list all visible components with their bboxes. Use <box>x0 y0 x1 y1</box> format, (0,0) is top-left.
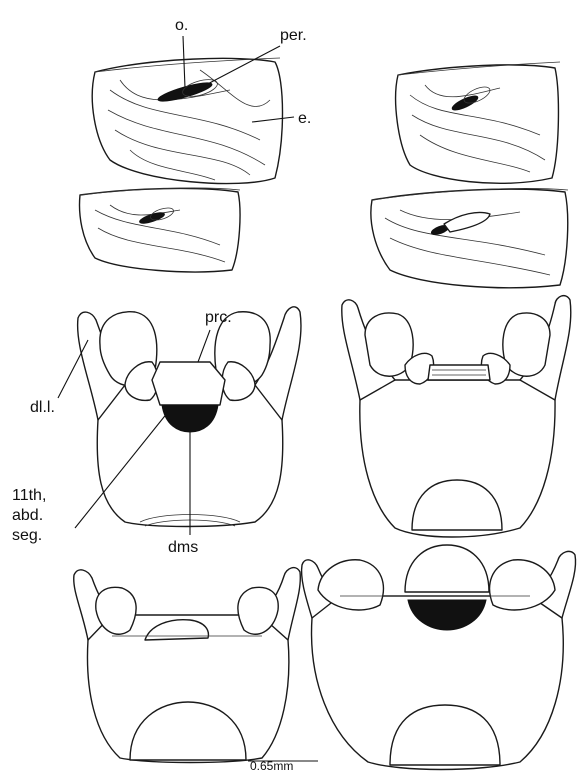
label-segment-line1: 11th, <box>12 487 46 504</box>
label-peritreme: per. <box>280 27 307 44</box>
spiracle-plate-top-right <box>396 62 560 183</box>
label-dms: dms <box>168 539 198 556</box>
label-operculum: o. <box>175 17 188 34</box>
label-segment-line2: abd. <box>12 507 43 524</box>
label-dorsal-lobe: dl.l. <box>30 399 55 416</box>
spiracle-plate-mid-left <box>80 188 240 272</box>
terminal-segment-bottom-right <box>302 545 576 770</box>
terminal-segment-left <box>78 307 301 527</box>
label-segment-line3: seg. <box>12 527 42 544</box>
spiracle-plate-mid-right <box>371 188 568 287</box>
leader-dorsal-lobe <box>58 340 88 398</box>
leader-procuticle <box>198 330 210 362</box>
terminal-segment-right <box>342 296 571 537</box>
label-e: e. <box>298 110 311 127</box>
terminal-segment-bottom-left <box>74 568 301 763</box>
spiracle-plate-top-left <box>92 58 282 184</box>
label-procuticle: prc. <box>205 309 232 326</box>
